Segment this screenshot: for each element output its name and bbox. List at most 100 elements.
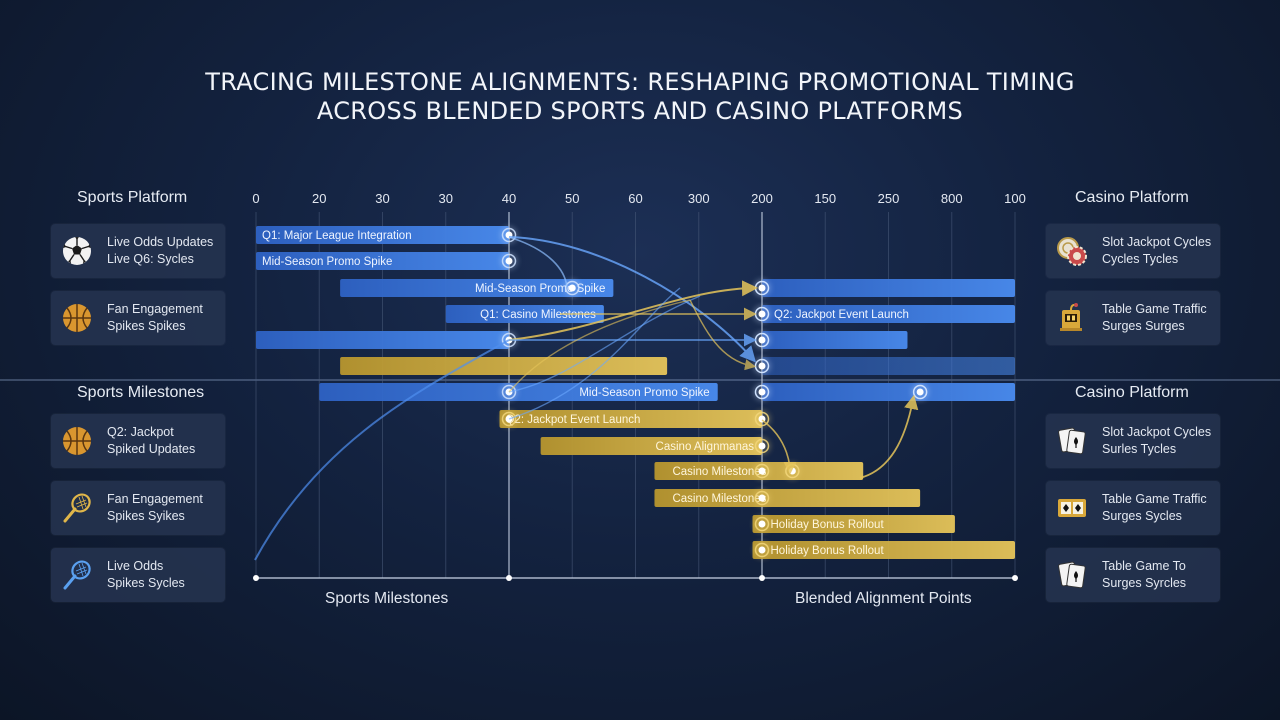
milestone-node-core	[758, 362, 766, 370]
playing-cards-icon	[1058, 427, 1086, 455]
milestone-node[interactable]	[754, 542, 770, 558]
left-header-top: Sports Platform	[77, 189, 188, 206]
bar-label: Q2: Jackpot Event Launch	[774, 309, 909, 321]
axis-tick-label: 200	[751, 191, 773, 206]
milestone-node[interactable]	[912, 384, 928, 400]
milestone-node-core	[758, 546, 766, 554]
bar-label: Holiday Bonus Rollout	[771, 519, 885, 531]
milestone-node-core	[758, 494, 766, 502]
soccer-ball-icon	[63, 237, 91, 265]
milestone-node[interactable]	[501, 411, 517, 427]
casino-milestone-bar[interactable]	[752, 541, 1015, 559]
milestone-node[interactable]	[754, 490, 770, 506]
title-line-1: TRACING MILESTONE ALIGNMENTS: RESHAPING …	[205, 68, 1075, 96]
milestone-node[interactable]	[754, 463, 770, 479]
milestone-node[interactable]	[501, 253, 517, 269]
connector-arrow	[254, 339, 510, 561]
milestone-node[interactable]	[754, 411, 770, 427]
axis-tick-label: 50	[565, 191, 579, 206]
axis-tick-label: 100	[1004, 191, 1026, 206]
axis-tick-label: 40	[502, 191, 516, 206]
casino-milestone-bar[interactable]	[499, 410, 762, 428]
left-card-live-odds[interactable]: Live Odds Updates Live Q6: Sycles	[51, 224, 225, 278]
casino-platform-bar[interactable]	[762, 331, 908, 349]
left-header-bottom: Sports Milestones	[77, 384, 205, 401]
right-card-slot-jackpot[interactable]: Slot Jackpot Cycles Cycles Tycles	[1046, 224, 1220, 278]
card-line-2: Spikes Sycles	[107, 576, 185, 590]
right-header-top: Casino Platform	[1075, 189, 1189, 206]
card-line-1: Fan Engagement	[107, 302, 203, 316]
connector-arrow	[508, 287, 681, 420]
title-line-2: ACROSS BLENDED SPORTS AND CASINO PLATFOR…	[316, 97, 964, 125]
milestone-node-core	[505, 257, 513, 265]
milestone-node-core	[758, 336, 766, 344]
right-card-table-game-2[interactable]: Table Game Traffic Surges Sycles	[1046, 481, 1220, 535]
milestone-node[interactable]	[501, 384, 517, 400]
bar-label: Casino Milestones	[672, 466, 766, 478]
basketball-icon	[63, 304, 91, 332]
sports-milestone-bar[interactable]	[340, 279, 614, 297]
card-line-1: Q2: Jackpot	[107, 425, 174, 439]
right-card-table-game-3[interactable]: Table Game To Surges Syrcles	[1046, 548, 1220, 602]
right-card-table-game[interactable]: Table Game Traffic Surges Surges	[1046, 291, 1220, 345]
casino-milestone-bar[interactable]	[752, 515, 955, 533]
connector-arrow	[508, 236, 568, 288]
milestone-node[interactable]	[501, 227, 517, 243]
casino-milestone-bar[interactable]	[340, 357, 668, 375]
milestone-node-core	[758, 467, 766, 475]
casino-platform-bar[interactable]	[762, 357, 1015, 375]
right-card-slot-jackpot-2[interactable]: Slot Jackpot Cycles Surles Tycles	[1046, 414, 1220, 468]
sports-milestone-bar[interactable]	[256, 226, 509, 244]
tennis-racket-icon	[63, 560, 91, 590]
card-line-2: Surges Syrcles	[1102, 576, 1187, 590]
axis-endpoint	[1012, 575, 1018, 581]
card-line-2: Surges Sycles	[1102, 509, 1182, 523]
casino-platform-bar[interactable]	[762, 305, 1015, 323]
casino-milestone-bar[interactable]	[540, 437, 762, 455]
page-title: TRACING MILESTONE ALIGNMENTS: RESHAPING …	[0, 68, 1280, 126]
card-line-1: Table Game Traffic	[1102, 302, 1207, 316]
card-line-2: Cycles Tycles	[1102, 252, 1179, 266]
milestone-node-core	[758, 388, 766, 396]
left-card-live-odds-2[interactable]: Live Odds Spikes Sycles	[51, 548, 225, 602]
card-line-2: Spikes Spikes	[107, 319, 186, 333]
slot-reels-icon	[1058, 499, 1086, 517]
sports-milestone-bar[interactable]	[256, 252, 509, 270]
milestone-node-core	[916, 388, 924, 396]
milestone-node[interactable]	[565, 280, 580, 296]
casino-milestone-bar[interactable]	[654, 489, 921, 507]
card-line-1: Slot Jackpot Cycles	[1102, 425, 1212, 439]
axis-tick-label: 300	[688, 191, 710, 206]
casino-platform-bar[interactable]	[762, 279, 1015, 297]
bar-label: Q1: Major League Integration	[262, 230, 412, 242]
bar-label: Q2: Jackpot Event Launch	[506, 414, 641, 426]
left-card-fan-engagement-2[interactable]: Fan Engagement Spikes Syikes	[51, 481, 225, 535]
bar-label: Holiday Bonus Rollout	[771, 545, 885, 557]
playing-cards-icon	[1058, 561, 1086, 589]
milestone-node-core	[758, 310, 766, 318]
connector-arrow	[508, 280, 758, 341]
axis-tick-label: 20	[312, 191, 326, 206]
left-card-fan-engagement[interactable]: Fan Engagement Spikes Spikes	[51, 291, 225, 345]
milestone-node[interactable]	[754, 516, 770, 532]
card-line-1: Table Game Traffic	[1102, 492, 1207, 506]
poker-chips-icon	[1057, 237, 1087, 266]
milestone-node[interactable]	[754, 438, 770, 454]
bar-label: Q1: Casino Milestones	[480, 309, 596, 321]
sports-milestone-bar[interactable]	[319, 383, 718, 401]
card-line-1: Live Odds Updates	[107, 235, 214, 249]
axis-tick-label: 30	[439, 191, 453, 206]
sports-milestone-bar[interactable]	[445, 305, 604, 323]
connector-arrow	[689, 299, 757, 371]
right-header-bottom: Casino Platform	[1075, 384, 1189, 401]
card-line-2: Live Q6: Sycles	[107, 252, 194, 266]
left-card-q2-jackpot[interactable]: Q2: Jackpot Spiked Updates	[51, 414, 225, 468]
connector-arrow	[761, 419, 797, 475]
connector-arrow	[508, 236, 757, 363]
milestone-node[interactable]	[754, 384, 770, 400]
sports-milestone-bar[interactable]	[256, 331, 509, 349]
card-line-1: Live Odds	[107, 559, 164, 573]
casino-platform-bar[interactable]	[762, 383, 1015, 401]
card-line-2: Surges Surges	[1102, 319, 1185, 333]
